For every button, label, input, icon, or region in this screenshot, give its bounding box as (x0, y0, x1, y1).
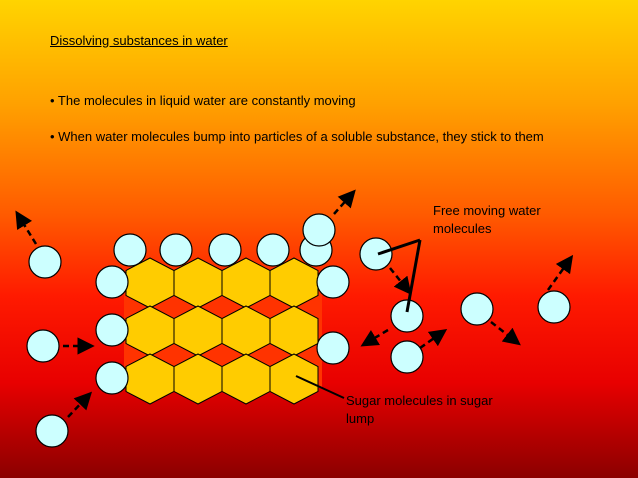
motion-arrow (389, 267, 412, 295)
water-molecule (28, 245, 62, 279)
motion-arrows (15, 189, 574, 418)
water-molecule (390, 340, 424, 374)
motion-arrow (15, 210, 38, 245)
motion-arrow (333, 189, 356, 215)
label-free-water: Free moving water molecules (433, 203, 541, 236)
slide-title: Dissolving substances in water (50, 33, 228, 48)
motion-arrow (490, 321, 521, 346)
bullet-moving: • The molecules in liquid water are cons… (50, 93, 356, 108)
label-sugar: Sugar molecules in sugar lump (346, 393, 493, 426)
pointer-sugar (295, 375, 345, 399)
water-molecule (113, 233, 147, 267)
water-molecule (95, 265, 129, 299)
water-molecule (208, 233, 242, 267)
attached-water-molecules (95, 233, 350, 395)
motion-arrow (360, 328, 389, 347)
water-molecule (390, 299, 424, 333)
free-water-molecules (26, 213, 571, 448)
motion-arrow (546, 254, 574, 291)
water-molecule (26, 329, 60, 363)
water-molecule (95, 361, 129, 395)
water-molecule (537, 290, 571, 324)
water-molecule (95, 313, 129, 347)
pointer-free-2 (405, 239, 422, 313)
pointer-free-1 (377, 238, 421, 256)
motion-arrow (419, 328, 448, 350)
pointer-lines (295, 238, 422, 399)
water-molecule (316, 265, 350, 299)
water-molecule (159, 233, 193, 267)
water-molecule (359, 237, 393, 271)
motion-arrow (67, 391, 93, 418)
water-molecule (460, 292, 494, 326)
water-molecule (256, 233, 290, 267)
sugar-lump (124, 257, 322, 405)
water-molecule (316, 331, 350, 365)
sugar-molecule (269, 353, 319, 405)
water-molecule (302, 213, 336, 247)
water-molecule (35, 414, 69, 448)
bullet-stick: • When water molecules bump into particl… (50, 129, 544, 144)
